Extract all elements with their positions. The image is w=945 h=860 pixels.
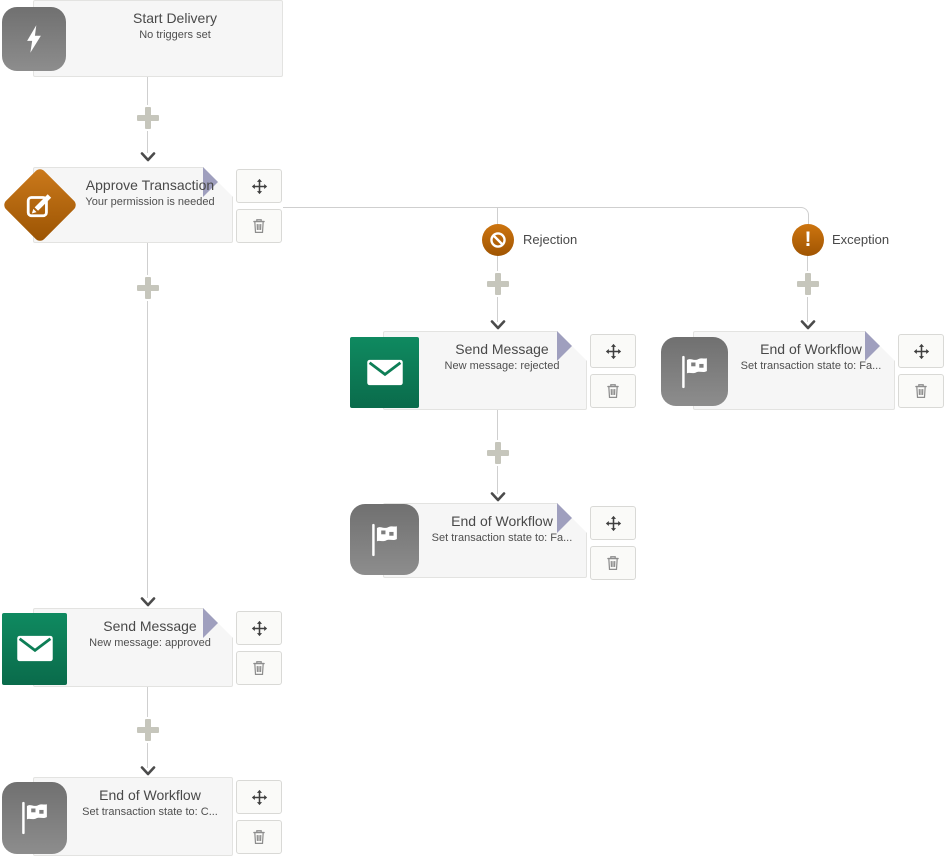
delete-node-button[interactable] (898, 374, 944, 408)
node-title: End of Workflow (760, 341, 862, 357)
edit-pencil-icon (1, 166, 79, 244)
node-subtitle: New message: approved (89, 637, 211, 649)
add-step-button[interactable] (135, 105, 161, 131)
plus-icon (495, 442, 501, 464)
node-subtitle: Your permission is needed (85, 196, 215, 208)
move-node-button[interactable] (590, 334, 636, 368)
star-icon: ★ (568, 330, 578, 342)
node-text: Start Delivery No triggers set (70, 9, 280, 43)
plus-icon (805, 273, 811, 295)
checkered-flag-icon (2, 782, 67, 854)
move-node-button[interactable] (898, 334, 944, 368)
move-node-button[interactable] (590, 506, 636, 540)
trash-icon (253, 661, 265, 675)
node-text: End of Workflow Set transaction state to… (70, 786, 230, 820)
move-node-button[interactable] (236, 611, 282, 645)
chevron-down-icon (140, 152, 156, 162)
connector-line (147, 243, 148, 598)
node-text: Send Message New message: approved (70, 617, 230, 651)
chevron-down-icon (800, 320, 816, 330)
node-text: Approve Transaction Your permission is n… (70, 176, 230, 210)
envelope-icon (350, 337, 419, 408)
move-node-button[interactable] (236, 169, 282, 203)
move-icon (251, 620, 267, 636)
node-title: End of Workflow (99, 787, 201, 803)
trash-icon (915, 384, 927, 398)
node-title: Send Message (455, 341, 549, 357)
plus-icon (145, 719, 151, 741)
chevron-down-icon (490, 492, 506, 502)
trash-icon (607, 384, 619, 398)
trash-icon (253, 219, 265, 233)
plus-icon (145, 277, 151, 299)
exclamation-icon: ! (804, 227, 812, 251)
move-icon (251, 789, 267, 805)
connector-branch-line (283, 207, 809, 227)
plus-icon (145, 107, 151, 129)
star-icon: ★ (214, 607, 224, 619)
delete-node-button[interactable] (236, 651, 282, 685)
add-step-button[interactable] (135, 275, 161, 301)
node-subtitle: New message: rejected (444, 360, 560, 372)
move-icon (605, 343, 621, 359)
move-node-button[interactable] (236, 780, 282, 814)
connector-line (497, 207, 498, 322)
move-icon (913, 343, 929, 359)
star-icon: ★ (876, 330, 886, 342)
node-title: Approve Transaction (85, 177, 215, 193)
node-start-delivery[interactable]: Start Delivery No triggers set (33, 0, 283, 77)
node-text: End of Workflow Set transaction state to… (420, 512, 584, 546)
star-icon: ★ (214, 166, 224, 178)
trash-icon (607, 556, 619, 570)
chevron-down-icon (490, 320, 506, 330)
branch-rejection-marker[interactable] (482, 224, 514, 256)
plus-icon (495, 273, 501, 295)
trash-icon (253, 830, 265, 844)
branch-rejection-label: Rejection (523, 232, 578, 247)
move-icon (251, 178, 267, 194)
node-subtitle: Set transaction state to: Fa... (431, 532, 573, 544)
add-step-button[interactable] (795, 271, 821, 297)
add-step-button[interactable] (135, 717, 161, 743)
node-subtitle: No triggers set (139, 29, 211, 41)
delete-node-button[interactable] (590, 374, 636, 408)
no-sign-icon (490, 232, 506, 248)
node-title: Send Message (103, 618, 197, 634)
checkered-flag-icon (661, 337, 728, 406)
chevron-down-icon (140, 766, 156, 776)
delete-node-button[interactable] (236, 820, 282, 854)
branch-exception-label: Exception (832, 232, 890, 247)
lightning-bolt-icon (2, 7, 66, 71)
envelope-icon (2, 613, 67, 685)
node-text: End of Workflow Set transaction state to… (730, 340, 892, 374)
move-icon (605, 515, 621, 531)
add-step-button[interactable] (485, 271, 511, 297)
branch-exception-marker[interactable]: ! (792, 224, 824, 256)
node-title: Start Delivery (132, 10, 218, 26)
checkered-flag-icon (350, 504, 419, 575)
node-subtitle: Set transaction state to: C... (82, 806, 218, 818)
delete-node-button[interactable] (590, 546, 636, 580)
node-subtitle: Set transaction state to: Fa... (740, 360, 882, 372)
delete-node-button[interactable] (236, 209, 282, 243)
chevron-down-icon (140, 597, 156, 607)
node-title: End of Workflow (451, 513, 553, 529)
node-text: Send Message New message: rejected (420, 340, 584, 374)
add-step-button[interactable] (485, 440, 511, 466)
star-icon: ★ (568, 502, 578, 514)
